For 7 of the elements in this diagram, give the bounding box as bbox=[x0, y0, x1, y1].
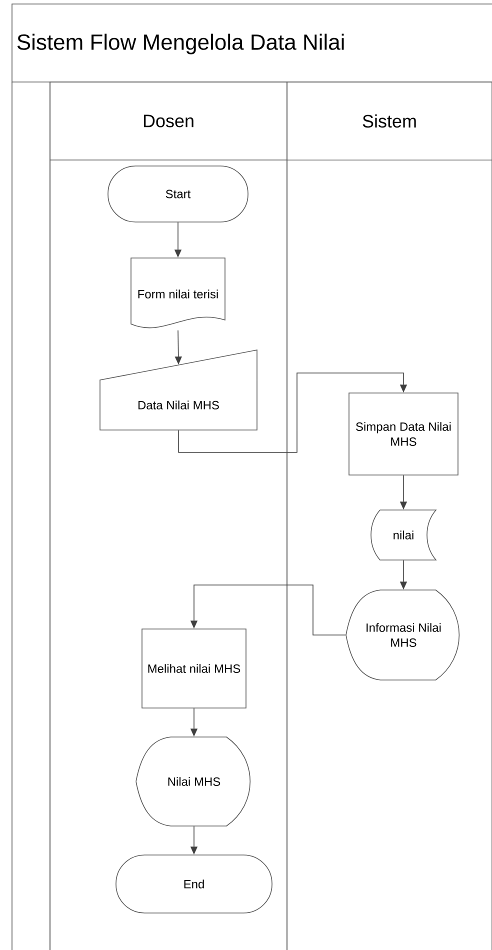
process-box: Melihat nilai MHS bbox=[142, 628, 246, 708]
arrow bbox=[178, 372, 408, 453]
process-box: Simpan Data Nilai MHS bbox=[348, 392, 458, 476]
display-shape: Informasi Nilai MHS bbox=[346, 590, 460, 680]
display-shape: Nilai MHS bbox=[136, 736, 251, 826]
title: Sistem Flow Mengelola Data Nilai bbox=[17, 34, 344, 54]
stored-data-shape: nilai bbox=[370, 510, 436, 560]
